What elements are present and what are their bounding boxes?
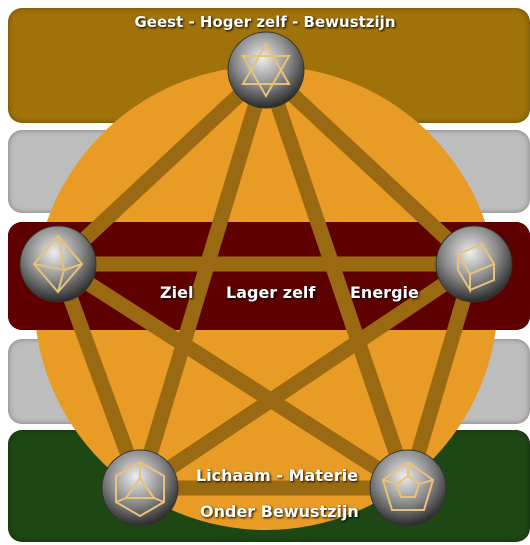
dodecahedron-icon (369, 449, 447, 527)
icosahedron-icon (101, 449, 179, 527)
star-tetrahedron-icon (227, 31, 305, 109)
line-top-lowerleft (132, 62, 274, 496)
soul-label: Ziel (160, 283, 194, 302)
pentagram-lines (50, 62, 482, 496)
line-left-lowerright (50, 256, 416, 496)
spirit-label: Geest - Hoger zelf - Bewustzijn (134, 13, 396, 31)
line-right-lowerleft (132, 256, 482, 496)
cube-icon (435, 225, 513, 303)
line-left-lowerleft (50, 256, 148, 496)
line-top-lowerright (258, 62, 416, 496)
middle-band-overlay (8, 222, 530, 330)
octahedron-icon (19, 225, 97, 303)
line-right-lowerright (400, 256, 482, 496)
lower-self-label: Lager zelf (226, 283, 316, 302)
line-top-left (50, 62, 274, 272)
line-top-right (258, 62, 482, 272)
body-matter-label: Lichaam - Materie (196, 466, 359, 485)
energy-label: Energie (350, 283, 419, 302)
subconscious-label: Onder Bewustzijn (200, 502, 359, 521)
